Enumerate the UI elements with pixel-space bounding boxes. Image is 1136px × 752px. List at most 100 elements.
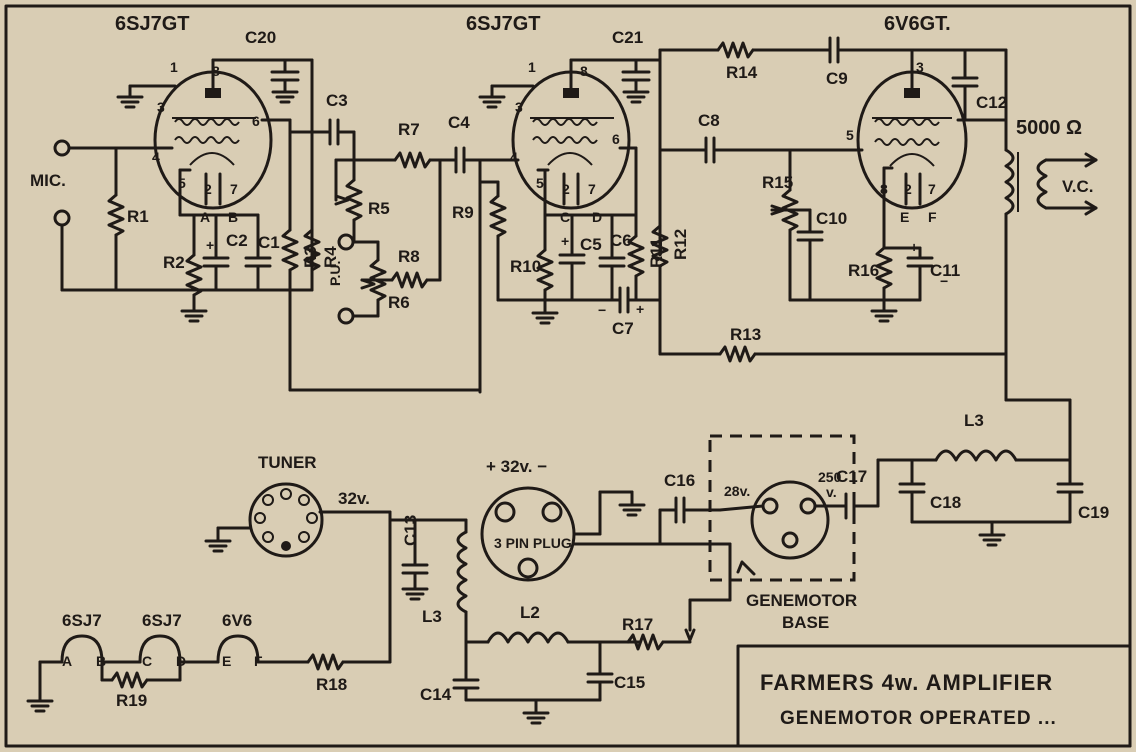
- r7-label: R7: [398, 120, 420, 139]
- resistor-r1: [107, 146, 125, 292]
- capacitor-c12: [951, 48, 979, 122]
- polarity-label: +: [636, 301, 644, 317]
- r14-label: R14: [726, 63, 758, 82]
- resistor-r3: [281, 228, 299, 392]
- pu-label: P.U.: [327, 261, 343, 286]
- potentiometer-r15: [770, 188, 812, 302]
- pin-label: 7: [230, 181, 238, 197]
- pin-label: E: [222, 653, 231, 669]
- pin-label: A: [200, 209, 210, 225]
- capacitor-c2: [202, 213, 230, 292]
- mic-label: MIC.: [30, 171, 66, 190]
- resistor-r8: [360, 158, 442, 289]
- tuner-voltage-label: 32v.: [338, 489, 370, 508]
- c20-label: C20: [245, 28, 276, 47]
- r1-label: R1: [127, 207, 149, 226]
- pin-label: F: [928, 209, 937, 225]
- r8-label: R8: [398, 247, 420, 266]
- pin-label: 2: [204, 181, 212, 197]
- c9-label: C9: [826, 69, 848, 88]
- pin-label: 3: [157, 99, 165, 115]
- resistor-r2: [180, 213, 208, 323]
- c6-label: C6: [610, 231, 632, 250]
- c19-label: C19: [1078, 503, 1109, 522]
- pin-label: 3: [916, 59, 924, 75]
- potentiometer-r5: [334, 178, 363, 244]
- pu-terminal-top: [337, 233, 355, 251]
- tube-v3: [856, 48, 968, 210]
- capacitor-c1: [244, 213, 272, 292]
- resistor-r13: [718, 345, 1008, 363]
- pin-label: A: [62, 653, 72, 669]
- heater-label: 6SJ7: [62, 611, 102, 630]
- tuner-label: TUNER: [258, 453, 317, 472]
- supply-label: + 32v. −: [486, 457, 547, 476]
- tube-v2-label: 6SJ7GT: [466, 13, 540, 35]
- tube-v3-label: 6V6GT.: [884, 13, 951, 35]
- pin-label: 4: [510, 149, 518, 165]
- pin-label: 7: [588, 181, 596, 197]
- capacitor-c16: [658, 496, 722, 546]
- polarity-label: −: [598, 302, 606, 318]
- resistor-r7: [378, 151, 458, 169]
- capacitor-c4: [454, 146, 482, 174]
- heater-label: 6V6: [222, 611, 252, 630]
- pin-label: 1: [528, 59, 536, 75]
- polarity-label: +: [910, 239, 918, 255]
- heater-string: [26, 634, 392, 713]
- capacitor-c10: [796, 208, 824, 302]
- polarity-label: +: [206, 237, 214, 253]
- genemotor-base-label: BASE: [782, 613, 829, 632]
- c3-label: C3: [326, 91, 348, 110]
- r10-label: R10: [510, 257, 541, 276]
- inductor-l3-horizontal: [910, 449, 1072, 462]
- ground-symbol: [522, 698, 550, 725]
- c16-label: C16: [664, 471, 695, 490]
- c17-label: C17: [836, 467, 867, 486]
- potentiometer-r6: [351, 258, 387, 318]
- polarity-label: −: [940, 273, 948, 289]
- capacitor-c15: [586, 640, 614, 702]
- r4-label: R4: [321, 246, 340, 268]
- pu-terminal-bottom: [337, 307, 355, 325]
- pin-label: 6: [252, 113, 260, 129]
- polarity-label: +: [561, 233, 569, 249]
- pin-label: E: [900, 209, 909, 225]
- vc-label: V.C.: [1062, 177, 1094, 196]
- r15-label: R15: [762, 173, 793, 192]
- resistor-r9: [478, 180, 507, 302]
- r5-label: R5: [368, 199, 390, 218]
- capacitor-c18: [898, 458, 926, 524]
- inductor-l3-vertical: [456, 530, 468, 644]
- title-box: [736, 644, 1132, 748]
- r2-label: R2: [163, 253, 185, 272]
- r19-label: R19: [116, 691, 147, 710]
- pin-label: B: [96, 653, 106, 669]
- c13-label: C13: [401, 515, 420, 546]
- tube-v2: [511, 58, 631, 210]
- c14-label: C14: [420, 685, 452, 704]
- resistor-r11: [627, 234, 645, 302]
- r17-label: R17: [622, 615, 653, 634]
- r16-label: R16: [848, 261, 879, 280]
- pin-label: B: [228, 209, 238, 225]
- page-frame: [4, 4, 1132, 748]
- capacitor-c21: [569, 58, 651, 104]
- pin-label: 8: [212, 63, 220, 79]
- resistor-r12: [651, 224, 669, 356]
- capacitor-c5: [558, 213, 586, 302]
- capacitor-c6: [598, 213, 626, 302]
- v28-label: 28v.: [724, 483, 750, 499]
- ground-symbol: [478, 84, 535, 109]
- capacitor-c20: [211, 58, 300, 104]
- resistor-r14: [716, 41, 832, 59]
- resistor-r17: [610, 598, 732, 651]
- three-pin-plug: [480, 486, 576, 582]
- pin-label: 7: [928, 181, 936, 197]
- resistor-r4: [303, 228, 321, 272]
- transformer-label: 5000 Ω: [1016, 117, 1082, 139]
- capacitor-c9: [828, 36, 957, 64]
- output-transformer: [1004, 48, 1098, 356]
